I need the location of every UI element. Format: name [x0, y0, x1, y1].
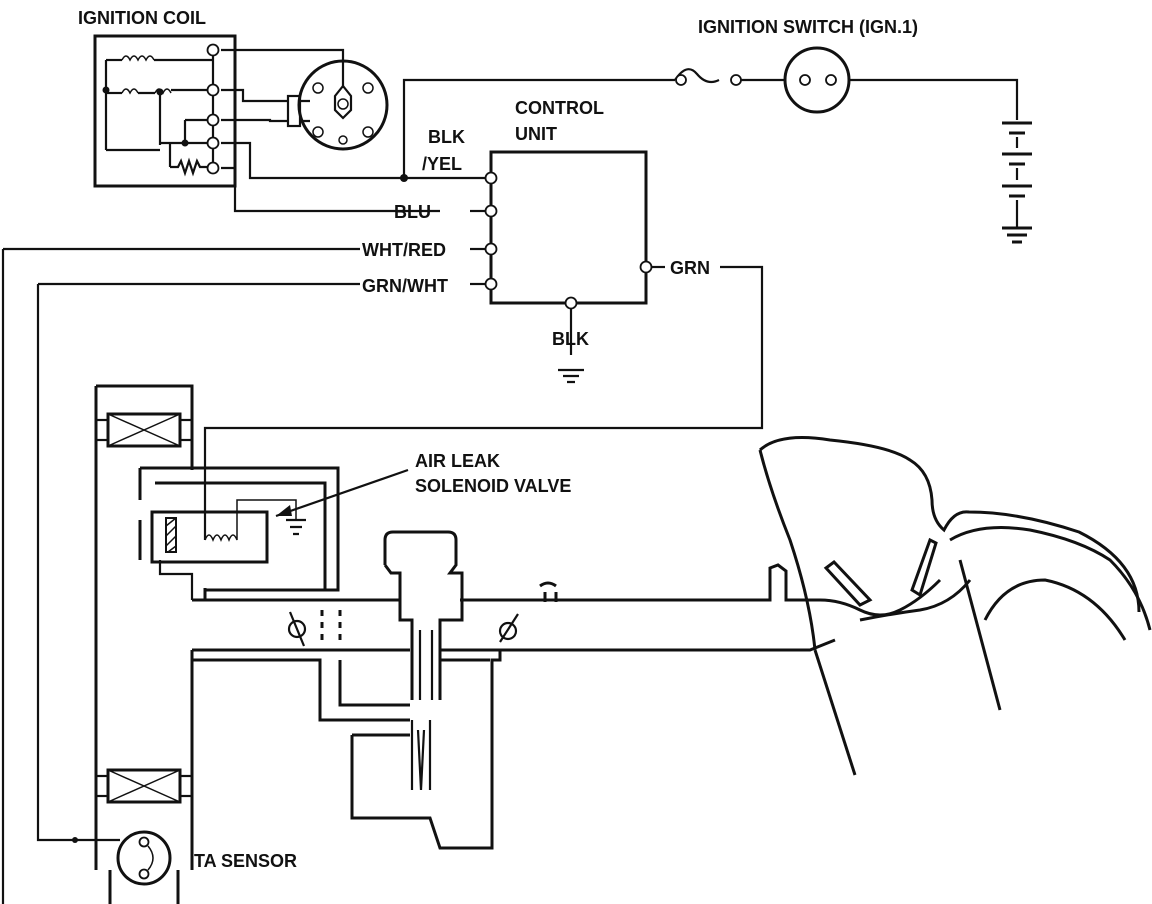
ignition-coil-label: IGNITION COIL — [78, 8, 206, 28]
leader-arrow — [275, 468, 409, 518]
ground-icon — [558, 368, 584, 384]
wire-blk-yel-label-line2: /YEL — [422, 154, 462, 174]
throttle-valves — [287, 611, 519, 647]
wire-grn-label: GRN — [670, 258, 710, 278]
carburetor-venturi — [383, 530, 464, 791]
wire-grn-wht-label: GRN/WHT — [362, 276, 448, 296]
wire-blu-label: BLU — [394, 202, 431, 222]
intake-manifold — [190, 563, 836, 850]
wire-blk-label: BLK — [552, 329, 589, 349]
control-unit-label-line1: CONTROL — [515, 98, 604, 118]
ta-sensor-label: TA SENSOR — [194, 851, 297, 871]
battery-icon — [1002, 121, 1032, 244]
cylinder-head — [758, 436, 1152, 776]
control-unit — [484, 150, 653, 310]
air-leak-solenoid-valve — [138, 466, 340, 600]
ignition-coil — [93, 34, 237, 188]
air-leak-label-line2: SOLENOID VALVE — [415, 476, 571, 496]
air-leak-label-line1: AIR LEAK — [415, 451, 500, 471]
distributor — [221, 48, 389, 151]
wire-wht-red-label: WHT/RED — [362, 240, 446, 260]
control-unit-label-line2: UNIT — [515, 124, 557, 144]
wire-blk-yel-label-line1: BLK — [428, 127, 465, 147]
ignition-switch-label: IGNITION SWITCH (IGN.1) — [698, 17, 918, 37]
wiring-harness — [1, 78, 764, 904]
ta-sensor — [72, 830, 180, 904]
ignition-switch — [674, 46, 1019, 120]
text-labels: IGNITION COIL IGNITION SWITCH (IGN.1) CO… — [78, 8, 918, 871]
air-cleaner — [94, 384, 194, 870]
